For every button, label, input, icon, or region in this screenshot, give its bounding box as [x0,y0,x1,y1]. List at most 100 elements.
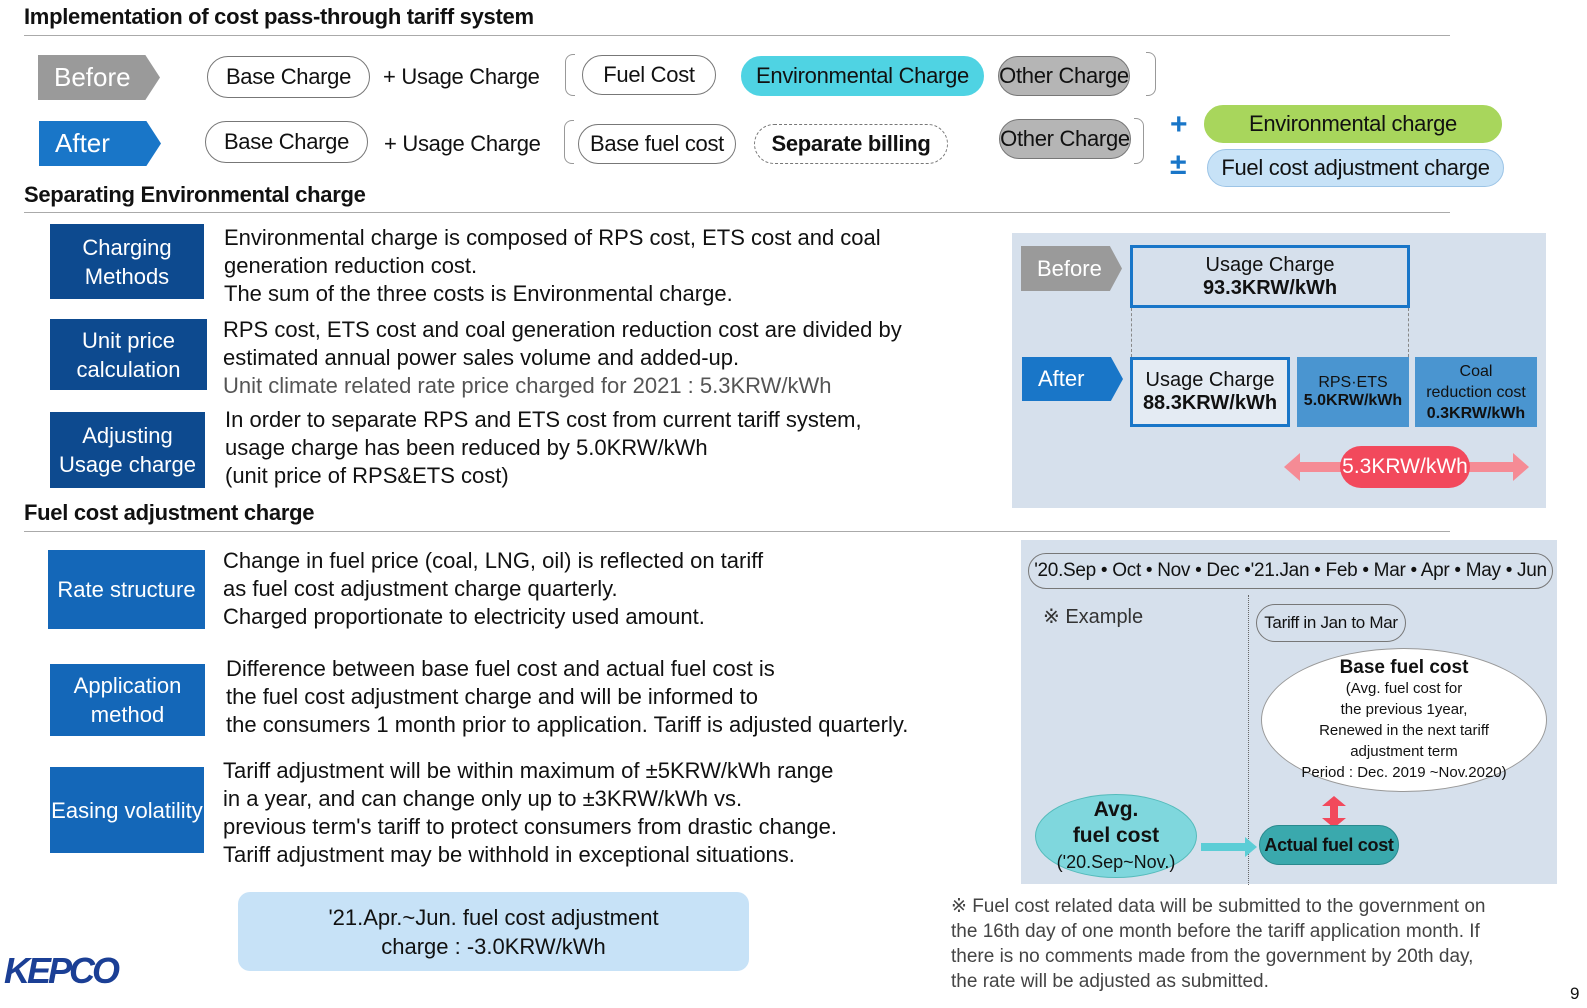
text-line: previous term's tariff to protect consum… [223,814,837,839]
note-line: the 16th day of one month before the tar… [951,921,1480,942]
text-line: Change in fuel price (coal, LNG, oil) is… [223,548,764,573]
usage-label: Usage Charge [1145,369,1275,391]
label-easing-volatility: Easing volatility [50,767,204,853]
plus-icon: + [1170,108,1188,141]
usage-value: 93.3KRW/kWh [1202,276,1338,299]
application-method-text: Difference between base fuel cost and ac… [226,655,908,739]
bracket-left [565,54,575,96]
text-line: the fuel cost adjustment charge and will… [226,684,758,709]
usage-charge-text: + Usage Charge [383,64,540,89]
bracket-right [1146,52,1156,96]
bubble-line: the previous 1year, [1340,701,1468,718]
coal-value: 0.3KRW/kWh [1426,404,1526,422]
timeline-bar: '20.Sep • Oct • Nov • Dec •'21.Jan • Feb… [1028,553,1553,589]
text-line: Charged proportionate to electricity use… [223,604,705,629]
divider-dotted [1248,595,1249,885]
divider [24,35,1450,36]
avg-line: ('20.Sep~Nov.) [1056,852,1176,872]
coal-reduction-box: Coal reduction cost 0.3KRW/kWh [1415,357,1537,427]
before-tag: Before [38,55,160,100]
divider [24,531,1450,532]
other-charge-pill: Other Charge [999,119,1131,159]
rps-label: RPS·ETS [1318,374,1388,391]
highlight-line: '21.Apr.~Jun. fuel cost adjustment [328,904,659,930]
text-line: In order to separate RPS and ETS cost fr… [225,407,862,432]
after-tag: After [1022,357,1123,401]
guide-line [1131,308,1132,398]
rate-structure-text: Change in fuel price (coal, LNG, oil) is… [223,547,763,631]
bubble-line: (Avg. fuel cost for [1345,680,1463,697]
label-charging-methods: Charging Methods [50,224,204,299]
other-charge-pill: Other Charge [998,56,1130,96]
usage-value: 88.3KRW/kWh [1142,392,1278,414]
unit-price-text: RPS cost, ETS cost and coal generation r… [223,316,902,400]
text-line: estimated annual power sales volume and … [223,345,740,370]
label-unit-price: Unit price calculation [50,319,207,390]
base-charge-pill: Base Charge [205,121,368,163]
section-title-tariff-system: Implementation of cost pass-through tari… [24,4,534,29]
bubble-line: adjustment term [1350,743,1458,760]
text-line: RPS cost, ETS cost and coal generation r… [223,317,902,342]
tariff-period-pill: Tariff in Jan to Mar [1256,604,1406,642]
actual-fuel-cost-pill: Actual fuel cost [1259,825,1399,865]
note-line: there is no comments made from the gover… [951,946,1474,967]
fuel-cost-adjustment-pill: Fuel cost adjustment charge [1207,149,1504,187]
bracket-right [1134,118,1144,164]
rps-value: 5.0KRW/kWh [1303,392,1403,409]
bubble-line: Renewed in the next tariff [1319,722,1489,739]
guide-line [1408,308,1409,398]
highlight-line: charge : -3.0KRW/kWh [381,933,606,959]
coal-label: reduction cost [1426,383,1526,401]
text-line: generation reduction cost. [224,253,478,278]
label-adjusting-usage: Adjusting Usage charge [50,412,205,488]
bracket-left [564,120,574,164]
note-line: ※ Fuel cost related data will be submitt… [951,896,1486,917]
fuel-example-panel: '20.Sep • Oct • Nov • Dec •'21.Jan • Feb… [1021,540,1557,885]
environmental-charge-pill: Environmental charge [1204,105,1502,143]
page-number: 9 [1570,984,1580,1003]
text-line: Difference between base fuel cost and ac… [226,656,775,681]
text-line: usage charge has been reduced by 5.0KRW/… [225,435,708,460]
label-application-method: Application method [50,664,205,736]
fuel-adjustment-highlight: '21.Apr.~Jun. fuel cost adjustment charge… [238,892,749,971]
avg-line: fuel cost [1072,824,1160,847]
divider [24,212,1450,213]
plus-minus-icon: ± [1170,148,1187,181]
usage-charge-text: + Usage Charge [384,131,541,156]
section-title-fuel-cost: Fuel cost adjustment charge [24,500,315,525]
fuel-cost-pill: Fuel Cost [582,55,716,95]
text-line: (unit price of RPS&ETS cost) [225,463,509,488]
avg-fuel-cost-bubble: Avg. fuel cost ('20.Sep~Nov.) [1035,794,1197,878]
text-line: Tariff adjustment will be within maximum… [223,758,834,783]
text-line: the consumers 1 month prior to applicati… [226,712,909,737]
footnote: ※ Fuel cost related data will be submitt… [951,894,1486,994]
environmental-charge-pill: Environmental Charge [741,56,984,96]
note-line: the rate will be adjusted as submitted. [951,971,1269,992]
section-title-environmental: Separating Environmental charge [24,182,366,207]
base-fuel-cost-pill: Base fuel cost [578,124,736,164]
base-charge-pill: Base Charge [207,56,370,98]
avg-line: Avg. [1093,798,1139,821]
total-env-charge-badge: 5.3KRW/kWh [1340,446,1470,488]
separate-billing-pill: Separate billing [754,124,948,164]
text-line: as fuel cost adjustment charge quarterly… [223,576,618,601]
easing-volatility-text: Tariff adjustment will be within maximum… [223,757,837,869]
bubble-line: Period : Dec. 2019 ~Nov.2020) [1301,764,1507,781]
usage-label: Usage Charge [1205,253,1335,276]
coal-label: Coal [1459,362,1493,380]
text-line: Tariff adjustment may be withhold in exc… [223,842,795,867]
example-label: ※ Example [1043,606,1144,628]
compare-arrow-icon [1322,796,1346,828]
adjusting-usage-text: In order to separate RPS and ETS cost fr… [225,406,862,490]
text-line: Environmental charge is composed of RPS … [224,225,881,250]
label-rate-structure: Rate structure [48,550,205,629]
text-line: in a year, and can change only up to ±3K… [223,786,743,811]
base-fuel-cost-bubble: Base fuel cost (Avg. fuel cost for the pr… [1261,648,1547,792]
after-tag: After [39,121,161,166]
bubble-title: Base fuel cost [1339,657,1469,678]
right-arrow-icon [1201,837,1257,857]
